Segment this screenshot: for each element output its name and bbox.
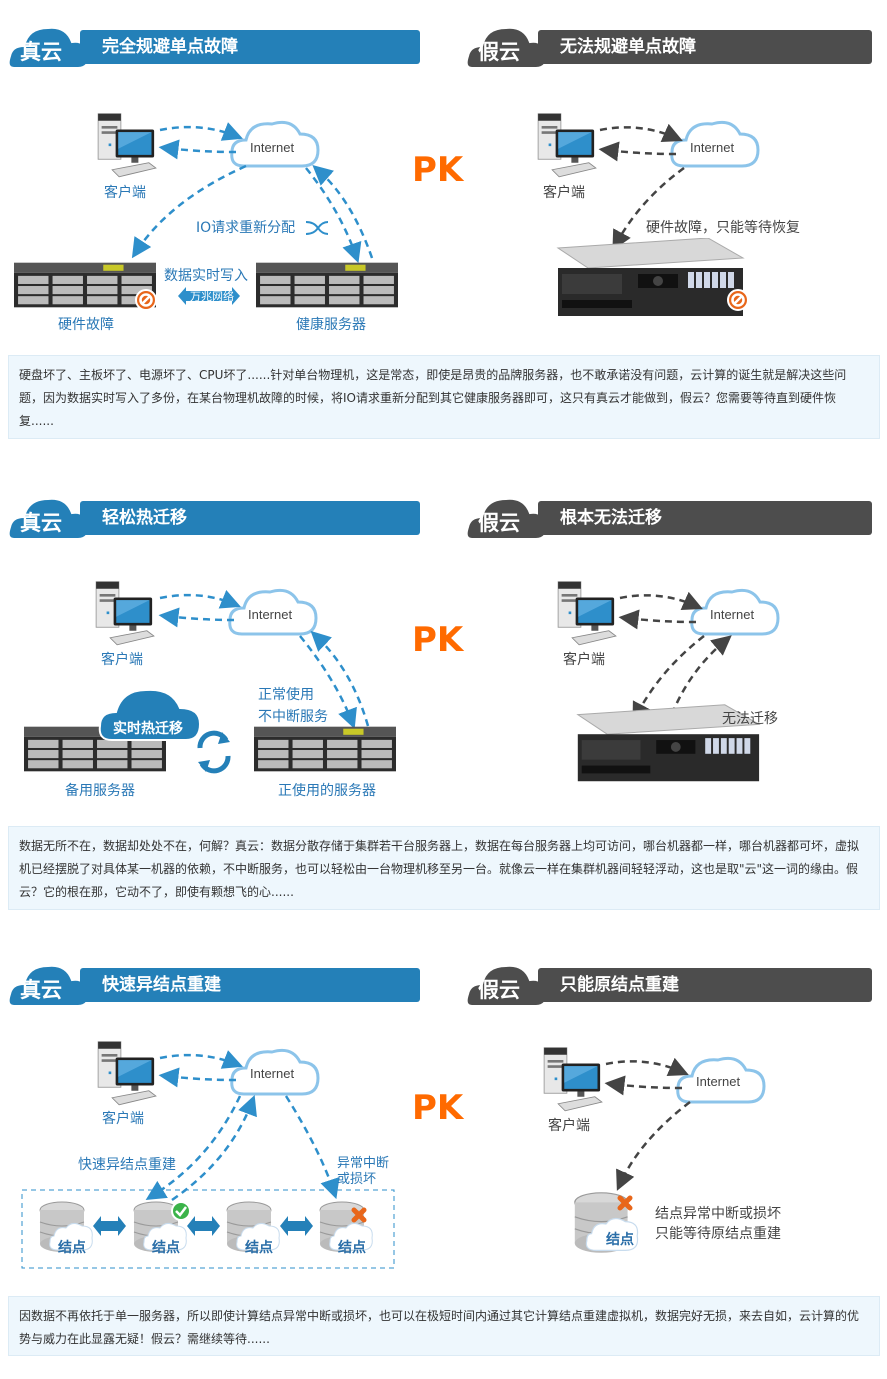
realtime-write-label: 数据实时写入	[164, 268, 248, 284]
internet-label: Internet	[690, 140, 734, 155]
fake-badge: 假云	[478, 978, 520, 1002]
error-x-icon	[617, 1195, 633, 1211]
standalone-server-icon	[557, 238, 744, 317]
section-title: 快速异结点重建	[80, 968, 420, 1002]
prohibited-icon	[134, 288, 158, 312]
section-title: 只能原结点重建	[538, 968, 872, 1002]
live-migration-label: 实时热迁移	[113, 721, 183, 737]
node-icon	[133, 1201, 187, 1253]
sync-icon	[197, 730, 231, 774]
active-server-label: 正使用的服务器	[278, 783, 376, 799]
node-icon	[574, 1192, 639, 1254]
client-computer-icon	[537, 113, 597, 178]
pk-label: PK	[412, 150, 464, 190]
fake-note-2: 只能等待原结点重建	[655, 1226, 781, 1242]
check-icon	[171, 1201, 191, 1221]
section-title: 无法规避单点故障	[538, 30, 872, 64]
internet-cloud-icon	[230, 1048, 320, 1096]
client-label: 客户端	[102, 1111, 144, 1127]
internet-cloud-icon	[690, 588, 780, 636]
node-icon	[319, 1201, 373, 1253]
client-label: 客户端	[563, 652, 605, 668]
node-label: 结点	[152, 1239, 180, 1256]
normal-use-label: 正常使用	[258, 687, 314, 703]
failed-server-label: 硬件故障	[58, 317, 114, 333]
failed-server-icon	[14, 262, 156, 308]
internet-label: Internet	[248, 607, 292, 622]
internet-cloud-icon	[670, 120, 760, 168]
healthy-server-icon	[256, 262, 398, 308]
healthy-server-label: 健康服务器	[296, 317, 366, 333]
sync-arrows-icon	[93, 1216, 313, 1236]
client-computer-icon	[557, 581, 617, 646]
error-x-icon	[351, 1207, 367, 1223]
pk-label: PK	[412, 620, 464, 660]
node-icon	[226, 1201, 280, 1253]
internet-cloud-icon	[228, 588, 318, 636]
client-computer-icon	[97, 113, 157, 178]
prohibited-icon	[726, 288, 750, 312]
client-label: 客户端	[104, 185, 146, 201]
fake-badge: 假云	[478, 511, 520, 535]
no-interrupt-label: 不中断服务	[258, 709, 328, 725]
fake-note: 无法迁移	[722, 711, 778, 727]
node-icon	[39, 1201, 93, 1253]
fault-label-1: 异常中断	[337, 1156, 390, 1171]
fake-note-1: 结点异常中断或损坏	[655, 1206, 781, 1222]
section-title: 完全规避单点故障	[80, 30, 420, 64]
real-badge: 真云	[20, 978, 62, 1002]
internet-label: Internet	[250, 140, 294, 155]
node-label: 结点	[58, 1239, 86, 1256]
bidirectional-network-icon	[178, 287, 240, 305]
pk-label: PK	[412, 1088, 464, 1128]
real-badge: 真云	[20, 40, 62, 64]
client-label: 客户端	[543, 185, 585, 201]
internet-label: Internet	[710, 607, 754, 622]
client-computer-icon	[95, 581, 155, 646]
active-server-icon	[254, 726, 396, 772]
node-label: 结点	[338, 1239, 366, 1256]
fake-badge: 假云	[478, 40, 520, 64]
node-label: 结点	[245, 1239, 273, 1256]
node-label: 结点	[606, 1231, 634, 1248]
rebuild-label: 快速异结点重建	[78, 1157, 176, 1173]
client-label: 客户端	[101, 652, 143, 668]
standby-server-label: 备用服务器	[65, 783, 135, 799]
section-title: 根本无法迁移	[538, 501, 872, 535]
internet-cloud-icon	[230, 120, 320, 168]
section-3-description: 因数据不再依托于单一服务器，所以即使计算结点异常中断或损坏，也可以在极短时间内通…	[8, 1296, 880, 1356]
fault-label-2: 或损坏	[337, 1172, 377, 1187]
section-1-description: 硬盘坏了、主板坏了、电源坏了、CPU坏了......针对单台物理机，这是常态，即…	[8, 355, 880, 439]
internet-label: Internet	[696, 1074, 740, 1089]
node-cluster-box	[21, 1189, 395, 1269]
section-title: 轻松热迁移	[80, 501, 420, 535]
internet-label: Internet	[250, 1066, 294, 1081]
client-computer-icon	[543, 1047, 603, 1112]
io-redistribute-label: IO请求重新分配	[196, 220, 296, 236]
internet-cloud-icon	[676, 1056, 766, 1104]
fake-note: 硬件故障，只能等待恢复	[646, 220, 800, 236]
client-label: 客户端	[548, 1118, 590, 1134]
section-2-description: 数据无所不在，数据却处处不在，何解？真云：数据分散存储于集群若干台服务器上，数据…	[8, 826, 880, 910]
client-computer-icon	[97, 1041, 157, 1106]
shuffle-icon	[305, 221, 329, 235]
network-label: 万兆网络	[190, 289, 234, 303]
real-badge: 真云	[20, 511, 62, 535]
